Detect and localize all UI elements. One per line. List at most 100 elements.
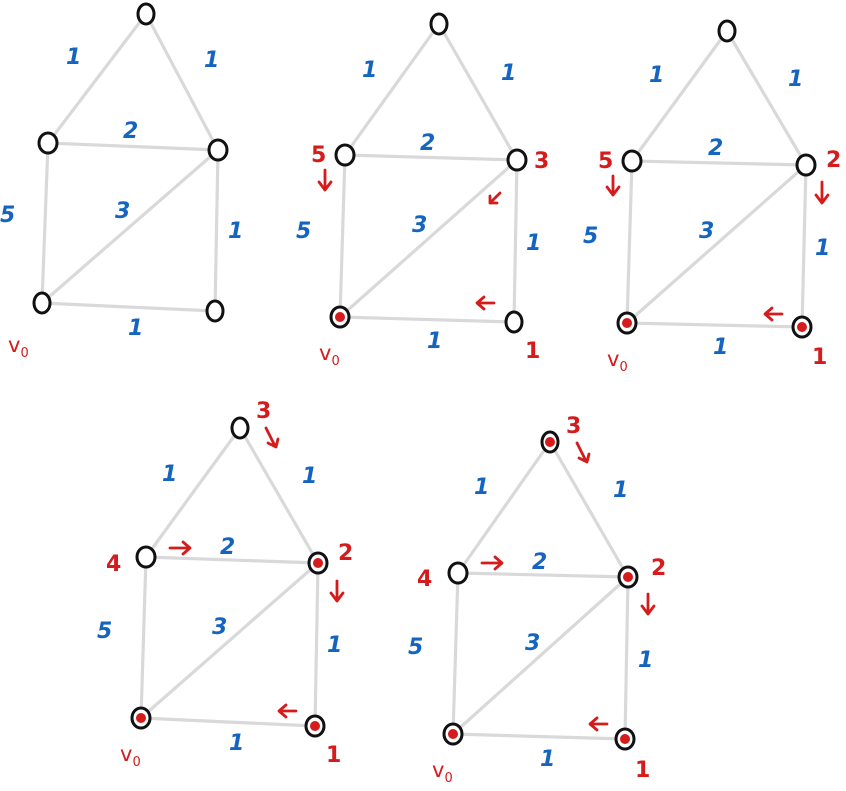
arrow-bottom-right — [763, 306, 784, 322]
arrow-left-mid — [605, 174, 621, 197]
node-left-mid — [334, 143, 356, 167]
weight-right: 1 — [526, 231, 541, 256]
weight-middle: 2 — [420, 131, 435, 156]
edge-diagonal — [451, 575, 630, 736]
edge-bottom — [40, 301, 217, 313]
edge-bottom — [139, 716, 317, 728]
panel-2: 1 1 2 5 3 1 1 5 3 1 v0 — [296, 12, 549, 369]
edge-diagonal — [625, 163, 808, 325]
edge-right — [623, 575, 630, 741]
node-left-mid — [447, 561, 469, 585]
weight-top-left: 1 — [362, 58, 377, 83]
weight-top-right: 1 — [613, 478, 628, 503]
weight-right: 1 — [815, 236, 830, 261]
weight-middle: 2 — [708, 136, 723, 161]
node-bottom-right — [504, 310, 524, 334]
arrow-top — [575, 441, 591, 464]
weight-top-left: 1 — [649, 63, 664, 88]
visited-dot — [620, 734, 630, 744]
weight-middle: 2 — [532, 550, 547, 575]
edge-top-left — [144, 426, 242, 559]
visited-dot — [136, 713, 146, 723]
source-label: v0 — [607, 347, 628, 375]
distance-left-mid: 5 — [311, 143, 326, 168]
edge-diagonal — [139, 561, 320, 720]
visited-dot — [310, 721, 320, 731]
weight-left: 5 — [408, 635, 423, 660]
weight-top-right: 1 — [501, 61, 516, 86]
arrow-bottom-right — [475, 295, 496, 311]
edge-left — [338, 153, 347, 319]
edge-diagonal — [40, 148, 220, 305]
node-top — [429, 12, 449, 36]
weight-top-left: 1 — [474, 475, 489, 500]
distance-top: 3 — [566, 414, 581, 439]
edge-left — [451, 571, 460, 736]
panel-3: 1 1 2 5 3 1 1 5 2 1 v0 — [583, 19, 841, 375]
distance-right-mid: 2 — [651, 556, 666, 581]
weight-middle: 2 — [123, 119, 138, 144]
node-bottom-right — [205, 299, 225, 323]
arrow-bottom-right — [588, 716, 609, 732]
edge-top-right — [548, 440, 630, 579]
arrow-right-mid — [814, 180, 830, 205]
edge-right — [213, 148, 220, 313]
visited-dot — [313, 558, 323, 568]
edge-diagonal — [338, 158, 519, 319]
edge-top-left — [456, 440, 552, 575]
weight-diagonal: 3 — [412, 213, 427, 238]
weight-top-right: 1 — [302, 464, 317, 489]
arrow-left-mid — [480, 555, 504, 571]
weight-top-right: 1 — [204, 48, 219, 73]
edge-top-right — [144, 12, 220, 152]
edge-top-left — [343, 22, 441, 157]
node-left-mid — [37, 131, 59, 155]
arrow-right-mid — [640, 592, 656, 616]
distance-bottom-right: 1 — [635, 758, 650, 783]
weight-diagonal: 3 — [699, 219, 714, 244]
source-label: v0 — [432, 758, 453, 786]
edge-middle — [630, 159, 808, 167]
arrow-bottom-right — [277, 703, 298, 719]
node-top — [717, 19, 737, 43]
node-left-mid — [135, 545, 157, 569]
weight-bottom: 1 — [540, 747, 555, 772]
edge-left — [625, 159, 634, 325]
weight-diagonal: 3 — [525, 631, 540, 656]
distance-left-mid: 4 — [417, 567, 432, 592]
visited-dot — [797, 322, 807, 332]
weight-left: 5 — [97, 619, 112, 644]
weight-diagonal: 3 — [212, 615, 227, 640]
node-right-mid — [795, 153, 817, 177]
edge-right — [313, 561, 320, 728]
weight-right: 1 — [327, 633, 342, 658]
source-label: v0 — [319, 341, 340, 369]
source-label: v0 — [120, 742, 141, 770]
arrow-right-mid — [329, 579, 345, 603]
node-right-mid — [207, 138, 229, 162]
arrow-left-mid — [168, 540, 192, 556]
edge-right — [800, 163, 808, 329]
edge-bottom — [625, 321, 804, 329]
arrow-left-mid — [317, 168, 333, 192]
node-top — [136, 2, 156, 26]
weight-bottom: 1 — [427, 329, 442, 354]
edge-left — [40, 141, 50, 305]
weight-bottom: 1 — [229, 731, 244, 756]
arrow-top — [264, 426, 280, 449]
distance-bottom-right: 1 — [525, 339, 540, 364]
panel-5: 1 1 2 5 3 1 1 3 4 2 1 v0 — [408, 414, 666, 786]
distance-right-mid: 2 — [826, 148, 841, 173]
edge-left — [139, 555, 148, 720]
visited-dot — [545, 437, 555, 447]
distance-left-mid: 4 — [106, 552, 121, 577]
edge-top-left — [46, 12, 148, 145]
edge-bottom — [338, 315, 516, 324]
node-left-mid — [621, 149, 643, 173]
visited-dot — [623, 572, 633, 582]
visited-dot — [335, 312, 345, 322]
distance-left-mid: 5 — [598, 149, 613, 174]
weight-diagonal: 3 — [115, 199, 130, 224]
